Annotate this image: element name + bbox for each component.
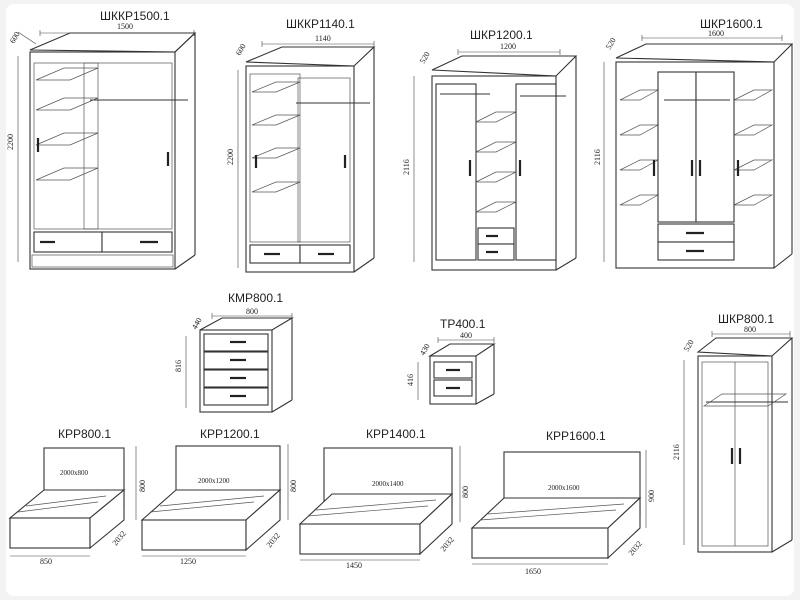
shkr1200-width: 1200 <box>500 42 516 51</box>
bed-krr1400: КРР1400.1 2000x1400 800 1450 2032 <box>298 427 470 570</box>
tr400-depth: 430 <box>418 342 432 357</box>
wardrobe-shkr1600: ШКР1600.1 1600 520 2116 <box>593 17 794 269</box>
tr400-width: 400 <box>460 331 472 340</box>
krr1400-width: 1450 <box>346 561 362 570</box>
krr1200-width: 1250 <box>180 557 196 566</box>
krr1600-length: 2032 <box>627 539 644 557</box>
krr1200-length: 2032 <box>265 531 282 549</box>
shkr1600-depth: 520 <box>604 36 618 51</box>
bed-krr1400-title: КРР1400.1 <box>366 427 426 441</box>
shkr1200-depth: 520 <box>418 50 432 65</box>
shkkr1500-height: 2200 <box>6 134 15 150</box>
wardrobe-shkr1200: ШКР1200.1 1200 520 2116 <box>402 28 578 271</box>
wardrobe-shkkr1140: ШККР1140.1 1140 600 2200 <box>226 17 376 273</box>
shkr800-depth: 520 <box>682 338 696 353</box>
bed-krr800-title: КРР800.1 <box>58 427 111 441</box>
shkr1600-width: 1600 <box>708 29 724 38</box>
shkr800-width: 800 <box>744 325 756 334</box>
krr1200-mattress-size: 2000x1200 <box>198 477 230 485</box>
bed-krr1600-title: КРР1600.1 <box>546 429 606 443</box>
wardrobe-shkr800: ШКР800.1 800 520 2116 <box>672 312 794 553</box>
bed-krr1200: КРР1200.1 2000x1200 800 1250 2032 <box>140 427 298 566</box>
bed-krr800: КРР800.1 2000x800 800 850 2032 <box>8 427 147 566</box>
nightstand-tr400: ТР400.1 400 430 416 <box>406 317 496 405</box>
wardrobe-shkkr1140-title: ШККР1140.1 <box>286 17 355 31</box>
krr1600-width: 1650 <box>525 567 541 576</box>
shkr1200-height: 2116 <box>402 159 411 175</box>
wardrobe-shkr1200-title: ШКР1200.1 <box>470 28 533 42</box>
bed-krr1600: КРР1600.1 2000x1600 900 1650 2032 <box>470 429 656 576</box>
krr800-mattress-size: 2000x800 <box>60 469 89 477</box>
shkkr1140-depth: 600 <box>234 42 248 57</box>
krr1600-height: 900 <box>647 490 656 502</box>
kmr800-height: 816 <box>174 360 183 372</box>
krr1600-mattress-size: 2000x1600 <box>548 484 580 492</box>
dresser-kmr800-title: КМР800.1 <box>228 291 283 305</box>
bed-krr1200-title: КРР1200.1 <box>200 427 260 441</box>
wardrobe-shkkr1500: ШККР1500.1 1500 600 2200 <box>6 9 197 270</box>
dresser-kmr800: КМР800.1 800 440 816 <box>174 291 294 413</box>
wardrobe-shkr800-title: ШКР800.1 <box>718 312 774 326</box>
wardrobe-shkkr1500-title: ШККР1500.1 <box>100 9 170 23</box>
krr800-height: 800 <box>138 480 147 492</box>
krr800-width: 850 <box>40 557 52 566</box>
kmr800-width: 800 <box>246 307 258 316</box>
shkkr1500-width: 1500 <box>117 22 133 31</box>
krr1200-height: 800 <box>289 480 298 492</box>
shkkr1140-height: 2200 <box>226 149 235 165</box>
nightstand-tr400-title: ТР400.1 <box>440 317 486 331</box>
shkr1600-height: 2116 <box>593 149 602 165</box>
tr400-height: 416 <box>406 374 415 386</box>
shkkr1500-depth: 600 <box>8 30 22 45</box>
shkkr1140-width: 1140 <box>315 34 331 43</box>
shkr800-height: 2116 <box>672 444 681 460</box>
krr1400-length: 2032 <box>439 535 456 553</box>
wardrobe-shkr1600-title: ШКР1600.1 <box>700 17 763 31</box>
krr1400-mattress-size: 2000x1400 <box>372 480 404 488</box>
krr800-length: 2032 <box>111 529 128 547</box>
krr1400-height: 800 <box>461 486 470 498</box>
